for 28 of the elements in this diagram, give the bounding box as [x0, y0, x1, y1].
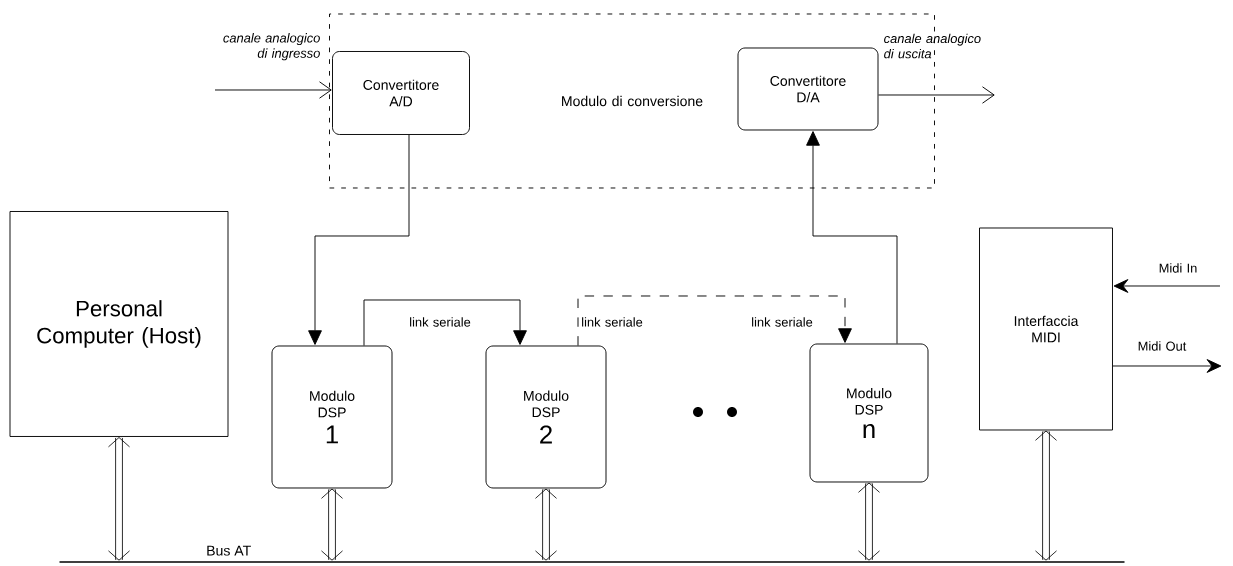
bus-connector-arrow	[858, 482, 880, 561]
midi-interface-box: Interfaccia MIDI	[979, 227, 1113, 431]
arrow	[308, 134, 410, 345]
computer-box: Personal Computer (Host)	[9, 211, 229, 437]
edge-label: link seriale	[582, 317, 643, 327]
edge-label: canale analogico di uscita	[884, 33, 981, 59]
edge-label: canale analogico di ingresso	[223, 33, 320, 61]
link-arrow	[363, 299, 527, 346]
edge-label: link seriale	[410, 317, 471, 327]
link-arrow	[577, 295, 852, 346]
arrow	[1113, 279, 1221, 293]
arrow	[878, 86, 995, 104]
edge-label: Midi In	[1159, 263, 1197, 273]
converter-box: Convertitore D/A	[737, 47, 879, 131]
dsp-module-box: Modulo DSP 2	[485, 345, 607, 489]
bus-connector-arrow	[1035, 430, 1057, 561]
arrow	[214, 81, 332, 99]
link-label: link seriale	[752, 317, 813, 327]
converter-box: Convertitore A/D	[332, 51, 470, 135]
arrow	[1112, 359, 1222, 373]
edge-label: Midi Out	[1138, 341, 1187, 351]
bus-connector-arrow	[321, 488, 343, 561]
bus-connector-arrow	[108, 437, 130, 561]
arrow	[806, 131, 898, 344]
dsp-module-box: Modulo DSP 1	[271, 345, 393, 489]
bus-connector-arrow	[535, 488, 557, 561]
bus-line: Bus AT	[59, 545, 1125, 563]
dsp-module-box: Modulo DSP n	[809, 343, 929, 483]
